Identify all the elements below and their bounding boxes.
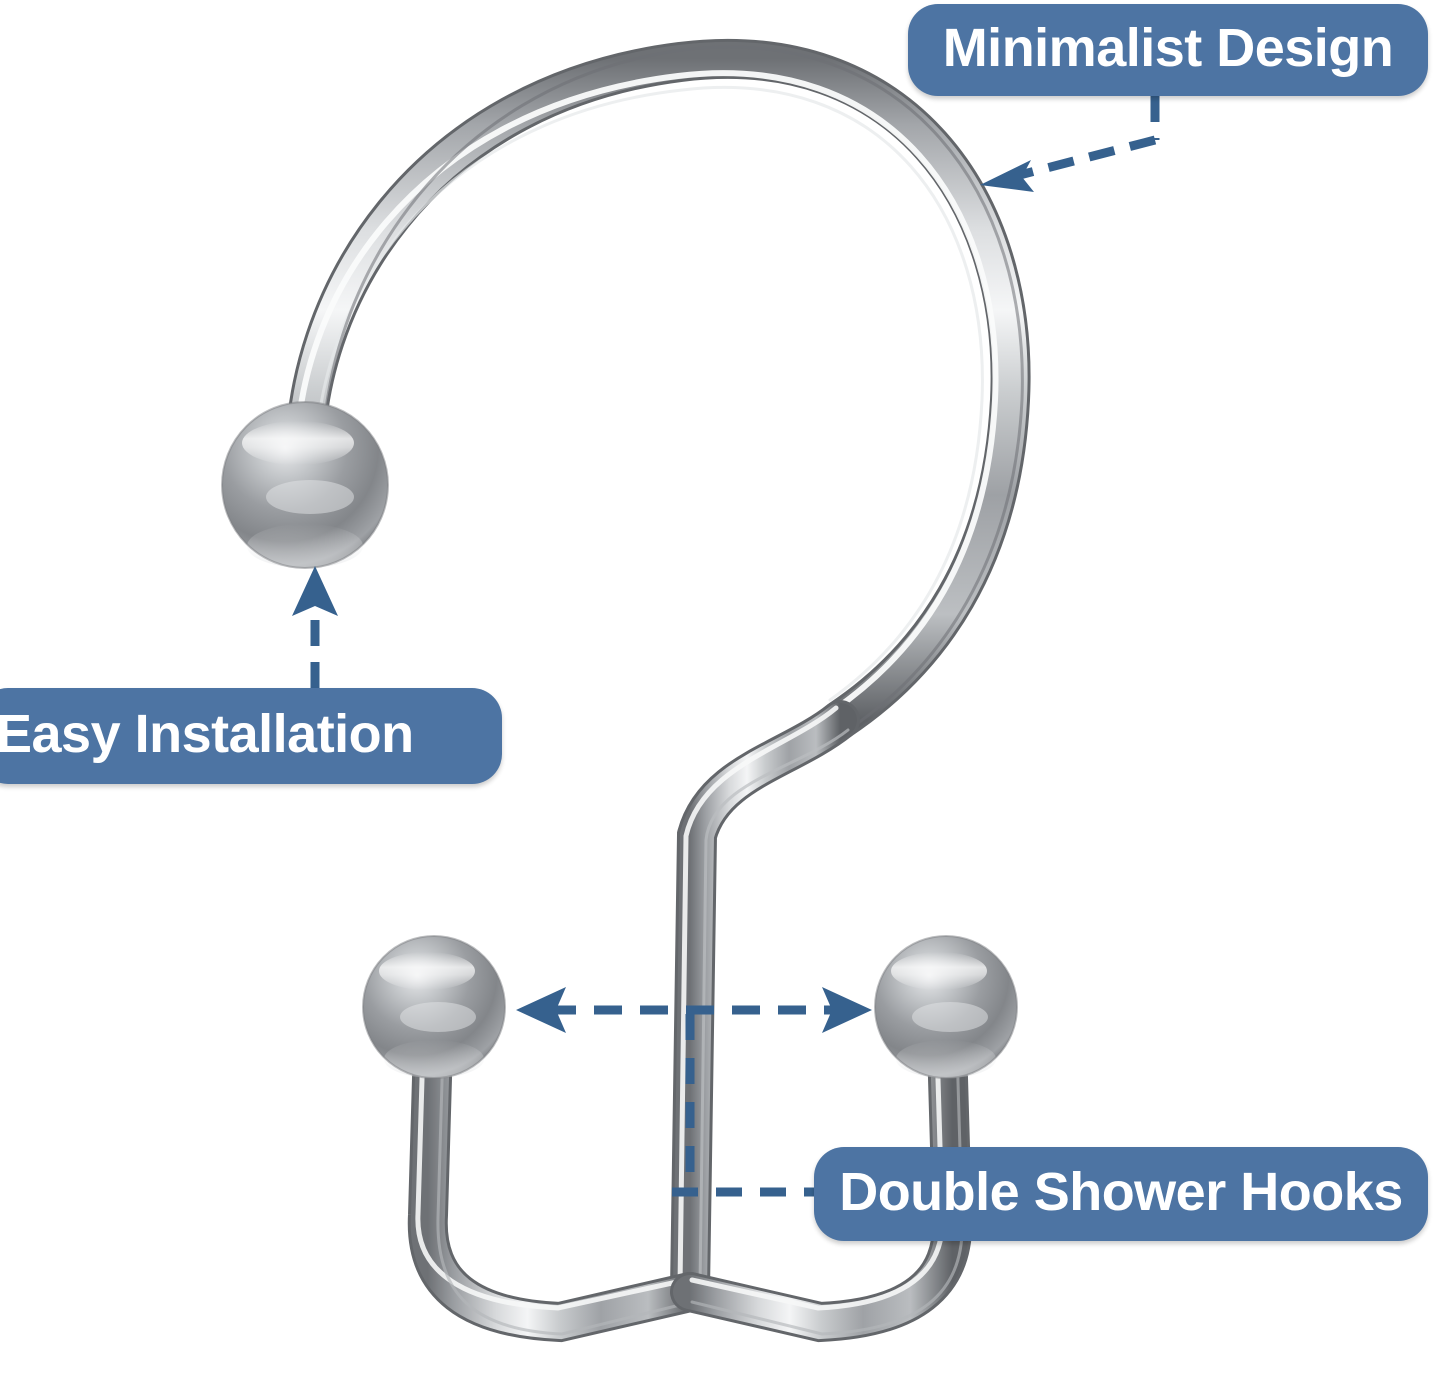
callout-double-shower-hooks-label: Double Shower Hooks xyxy=(839,1162,1403,1222)
minimalist-leader-arrow xyxy=(980,96,1160,192)
double-hooks-leader-line xyxy=(672,1014,820,1197)
callout-easy-installation[interactable]: Easy Installation xyxy=(0,688,502,784)
callout-minimalist-design-label: Minimalist Design xyxy=(942,18,1394,78)
easy-installation-leader-arrow xyxy=(292,566,338,688)
left-ball xyxy=(362,935,506,1079)
top-arc xyxy=(284,38,1031,740)
callout-double-shower-hooks[interactable]: Double Shower Hooks xyxy=(814,1147,1428,1241)
left-hook-arm xyxy=(407,990,710,1343)
double-headed-width-arrow xyxy=(516,987,872,1033)
top-ball xyxy=(221,401,389,569)
callout-easy-installation-label: Easy Installation xyxy=(0,704,414,764)
s-neck-and-center-post xyxy=(670,700,860,1310)
callout-minimalist-design[interactable]: Minimalist Design xyxy=(908,4,1428,96)
right-ball xyxy=(874,935,1018,1079)
